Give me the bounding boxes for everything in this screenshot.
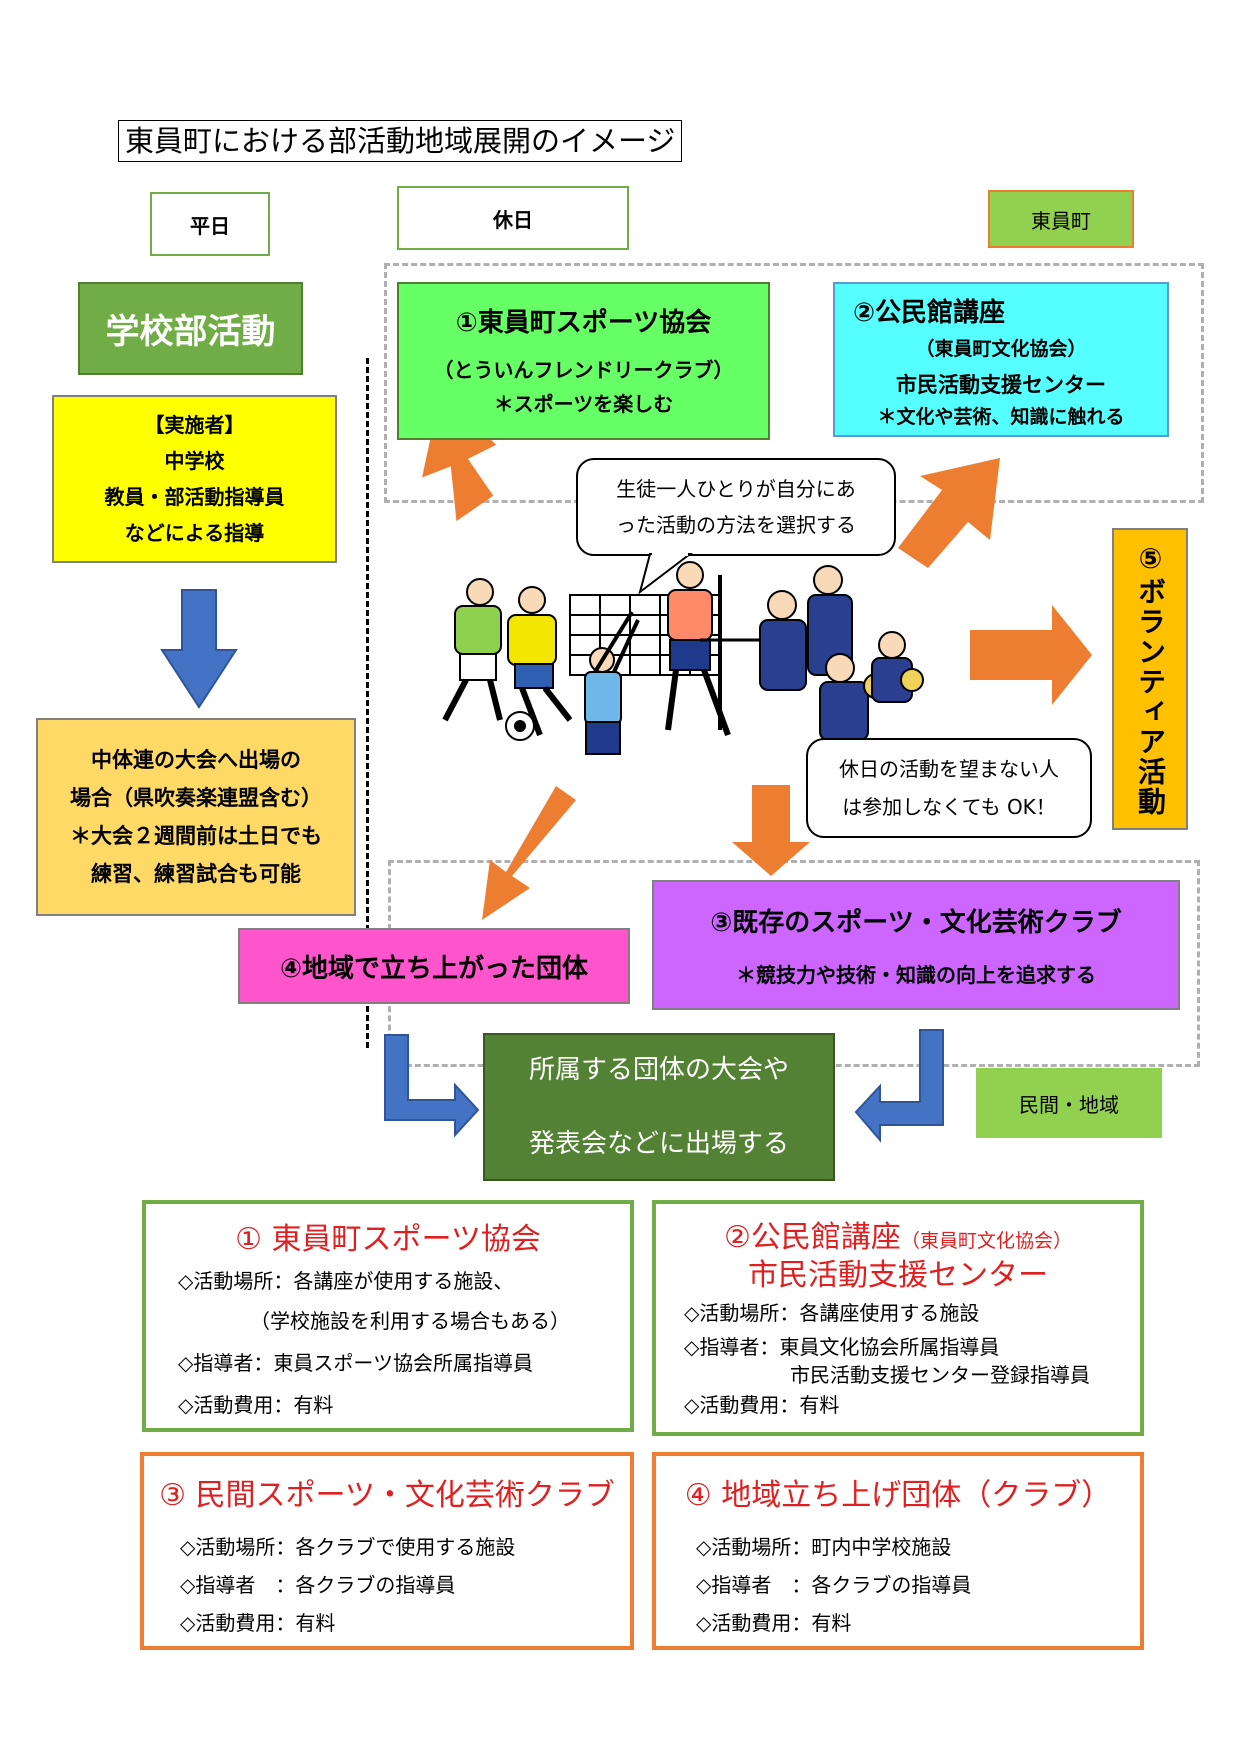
implementer-line: 中学校 — [164, 449, 225, 473]
arrow-school-down — [160, 589, 238, 709]
tournament-line: 中体連の大会へ出場の — [91, 748, 301, 772]
box2-community-center: ②公民館講座 （東員町文化協会） 市民活動支援センター ＊文化や芸術、知識に触れ… — [833, 282, 1169, 437]
arrow-to-box2 — [898, 458, 1000, 568]
town-label: 東員町 — [988, 190, 1134, 248]
bubble-optional: 休日の活動を望まない人 は参加しなくても OK！ — [806, 738, 1092, 838]
implementer-line: 教員・部活動指導員 — [104, 485, 285, 509]
result-box: 所属する団体の大会や 発表会などに出場する — [483, 1033, 835, 1181]
result-line: 所属する団体の大会や — [528, 1055, 789, 1085]
tournament-line: 練習、練習試合も可能 — [91, 862, 301, 886]
info-card-title: ②公民館講座 — [724, 1220, 901, 1255]
info-card-community-center: ②公民館講座（東員町文化協会） 市民活動支援センター ◇活動場所：各講座使用する… — [652, 1200, 1144, 1436]
info-card-title2: 市民活動支援センター — [748, 1258, 1048, 1293]
school-club-heading: 学校部活動 — [78, 282, 303, 375]
arrow-to-box4 — [482, 786, 576, 920]
arrow-to-box3 — [732, 785, 810, 876]
box2-sub: （東員町文化協会） — [915, 338, 1087, 360]
info-line: ◇活動場所：各講座使用する施設 — [684, 1301, 980, 1325]
info-card-title: ④ 地域立ち上げ団体（クラブ） — [684, 1478, 1112, 1513]
implementer-line: 【実施者】 — [144, 413, 245, 437]
bubble-choose: 生徒一人ひとりが自分にあ った活動の方法を選択する — [576, 458, 896, 556]
info-card-title-row: ②公民館講座（東員町文化協会） — [656, 1212, 1140, 1256]
weekday-label: 平日 — [150, 192, 270, 256]
box1-note: ＊スポーツを楽しむ — [493, 391, 674, 416]
info-line: ◇活動場所：町内中学校施設 — [696, 1535, 952, 1559]
implementer-box: 【実施者】 中学校 教員・部活動指導員 などによる指導 — [52, 395, 337, 563]
arrow-to-box5 — [970, 605, 1092, 705]
box2-line2: 市民活動支援センター — [896, 373, 1106, 397]
tournament-box: 中体連の大会へ出場の 場合（県吹奏楽連盟含む） ＊大会２週間前は土日でも 練習、… — [36, 718, 356, 916]
box1-sub: （とういんフレンドリークラブ） — [433, 357, 734, 382]
bubble-choose-line: った活動の方法を選択する — [616, 513, 856, 537]
info-card-local-groups: ④ 地域立ち上げ団体（クラブ） ◇活動場所：町内中学校施設 ◇指導者 ：各クラブ… — [652, 1452, 1144, 1650]
tournament-line: 場合（県吹奏楽連盟含む） — [70, 786, 322, 810]
info-line: ◇指導者：東員スポーツ協会所属指導員 — [178, 1351, 533, 1375]
bubble-optional-line: は参加しなくても OK！ — [842, 795, 1056, 819]
box2-note: ＊文化や芸術、知識に触れる — [877, 406, 1125, 428]
info-line: ◇活動費用：有料 — [684, 1393, 840, 1417]
result-line: 発表会などに出場する — [528, 1129, 789, 1159]
info-line: 市民活動支援センター登録指導員 — [790, 1363, 1090, 1387]
info-line: ◇指導者 ：各クラブの指導員 — [696, 1573, 972, 1597]
info-line: ◇指導者：東員文化協会所属指導員 — [684, 1335, 1000, 1359]
box1-sports-association: ①東員町スポーツ協会 （とういんフレンドリークラブ） ＊スポーツを楽しむ — [397, 282, 770, 440]
arrow-left-to-result — [384, 1034, 480, 1138]
info-line: （学校施設を利用する場合もある） — [250, 1309, 570, 1333]
info-line: ◇活動費用：有料 — [180, 1611, 336, 1635]
private-region-label: 民間・地域 — [976, 1068, 1162, 1138]
implementer-line: などによる指導 — [124, 521, 265, 545]
box3-title: ③既存のスポーツ・文化芸術クラブ — [710, 908, 1122, 938]
info-card-private-clubs: ③ 民間スポーツ・文化芸術クラブ ◇活動場所：各クラブで使用する施設 ◇指導者 … — [140, 1452, 634, 1650]
info-line: ◇活動費用：有料 — [696, 1611, 852, 1635]
box4-local-groups: ④地域で立ち上がった団体 — [238, 928, 630, 1004]
arrow-right-to-result — [854, 1029, 944, 1143]
info-line: ◇活動費用：有料 — [178, 1393, 334, 1417]
bubble-optional-line: 休日の活動を望まない人 — [839, 757, 1059, 781]
box1-title: ①東員町スポーツ協会 — [455, 307, 712, 338]
info-card-title: ① 東員町スポーツ協会 — [235, 1222, 541, 1257]
info-card-title-small: （東員町文化協会） — [900, 1230, 1072, 1252]
box2-title: ②公民館講座 — [853, 298, 1006, 328]
box3-note: ＊競技力や技術・知識の向上を追求する — [736, 963, 1096, 987]
info-line: ◇活動場所：各講座が使用する施設、 — [178, 1269, 514, 1293]
holiday-label: 休日 — [397, 186, 629, 250]
weekday-holiday-divider — [366, 358, 369, 1048]
bubble-choose-line: 生徒一人ひとりが自分にあ — [616, 477, 856, 501]
box3-existing-clubs: ③既存のスポーツ・文化芸術クラブ ＊競技力や技術・知識の向上を追求する — [652, 880, 1180, 1010]
page-title: 東員町における部活動地域展開のイメージ — [118, 120, 683, 162]
info-line: ◇活動場所：各クラブで使用する施設 — [180, 1535, 516, 1559]
info-line: ◇指導者 ：各クラブの指導員 — [180, 1573, 456, 1597]
tournament-line: ＊大会２週間前は土日でも — [70, 824, 322, 848]
box5-volunteer: ⑤ボランティア活動 — [1112, 528, 1188, 830]
info-card-sports-association: ① 東員町スポーツ協会 ◇活動場所：各講座が使用する施設、 （学校施設を利用する… — [142, 1200, 634, 1432]
info-card-title: ③ 民間スポーツ・文化芸術クラブ — [159, 1478, 615, 1513]
